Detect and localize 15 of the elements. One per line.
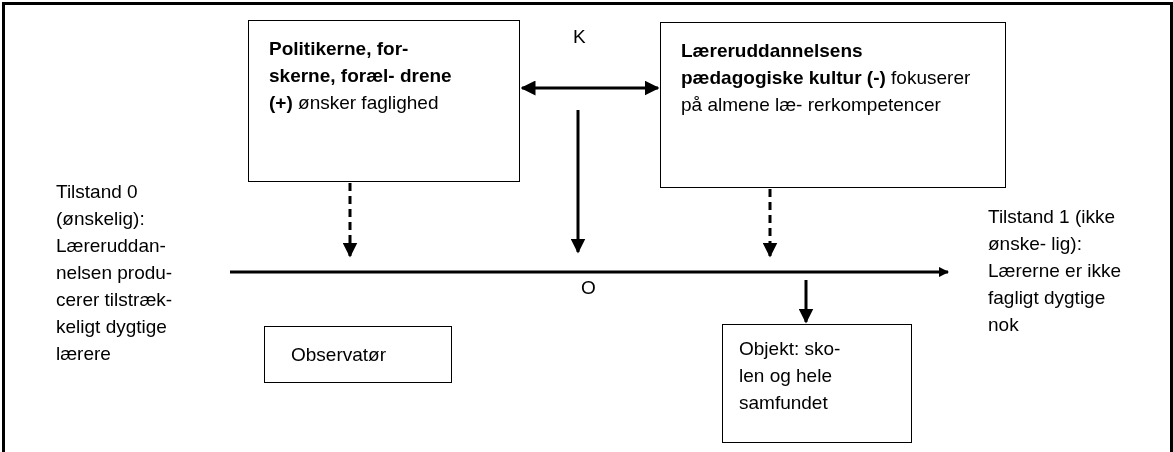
arrow <box>762 189 778 258</box>
object-box <box>722 324 912 443</box>
culture-text: Læreruddannelsens pædagogiske kultur (-) fokuserer på almene læ- rerkompetencer <box>681 39 972 117</box>
object-text: Objekt: sko- len og hele samfundet <box>739 337 842 415</box>
arrow <box>230 266 950 278</box>
arrow <box>342 183 358 258</box>
arrow <box>798 280 814 324</box>
actor-text: Politikerne, for- skerne, foræl- drene (+) ønsker faglighed <box>269 37 453 115</box>
observer-text: Observatør <box>291 343 388 367</box>
culture-box <box>660 22 1006 188</box>
end-state-text: Tilstand 1 (ikke ønske- lig): Lærerne er ikke fagligt dygtige nok <box>988 205 1123 337</box>
observer-box <box>264 326 452 383</box>
actor-box <box>248 20 520 182</box>
start-state-text: Tilstand 0 (ønskelig): Læreruddan- nelsen produ- cerer tilstræk- keligt dygtige lærere <box>56 180 174 366</box>
arrow <box>520 80 660 96</box>
